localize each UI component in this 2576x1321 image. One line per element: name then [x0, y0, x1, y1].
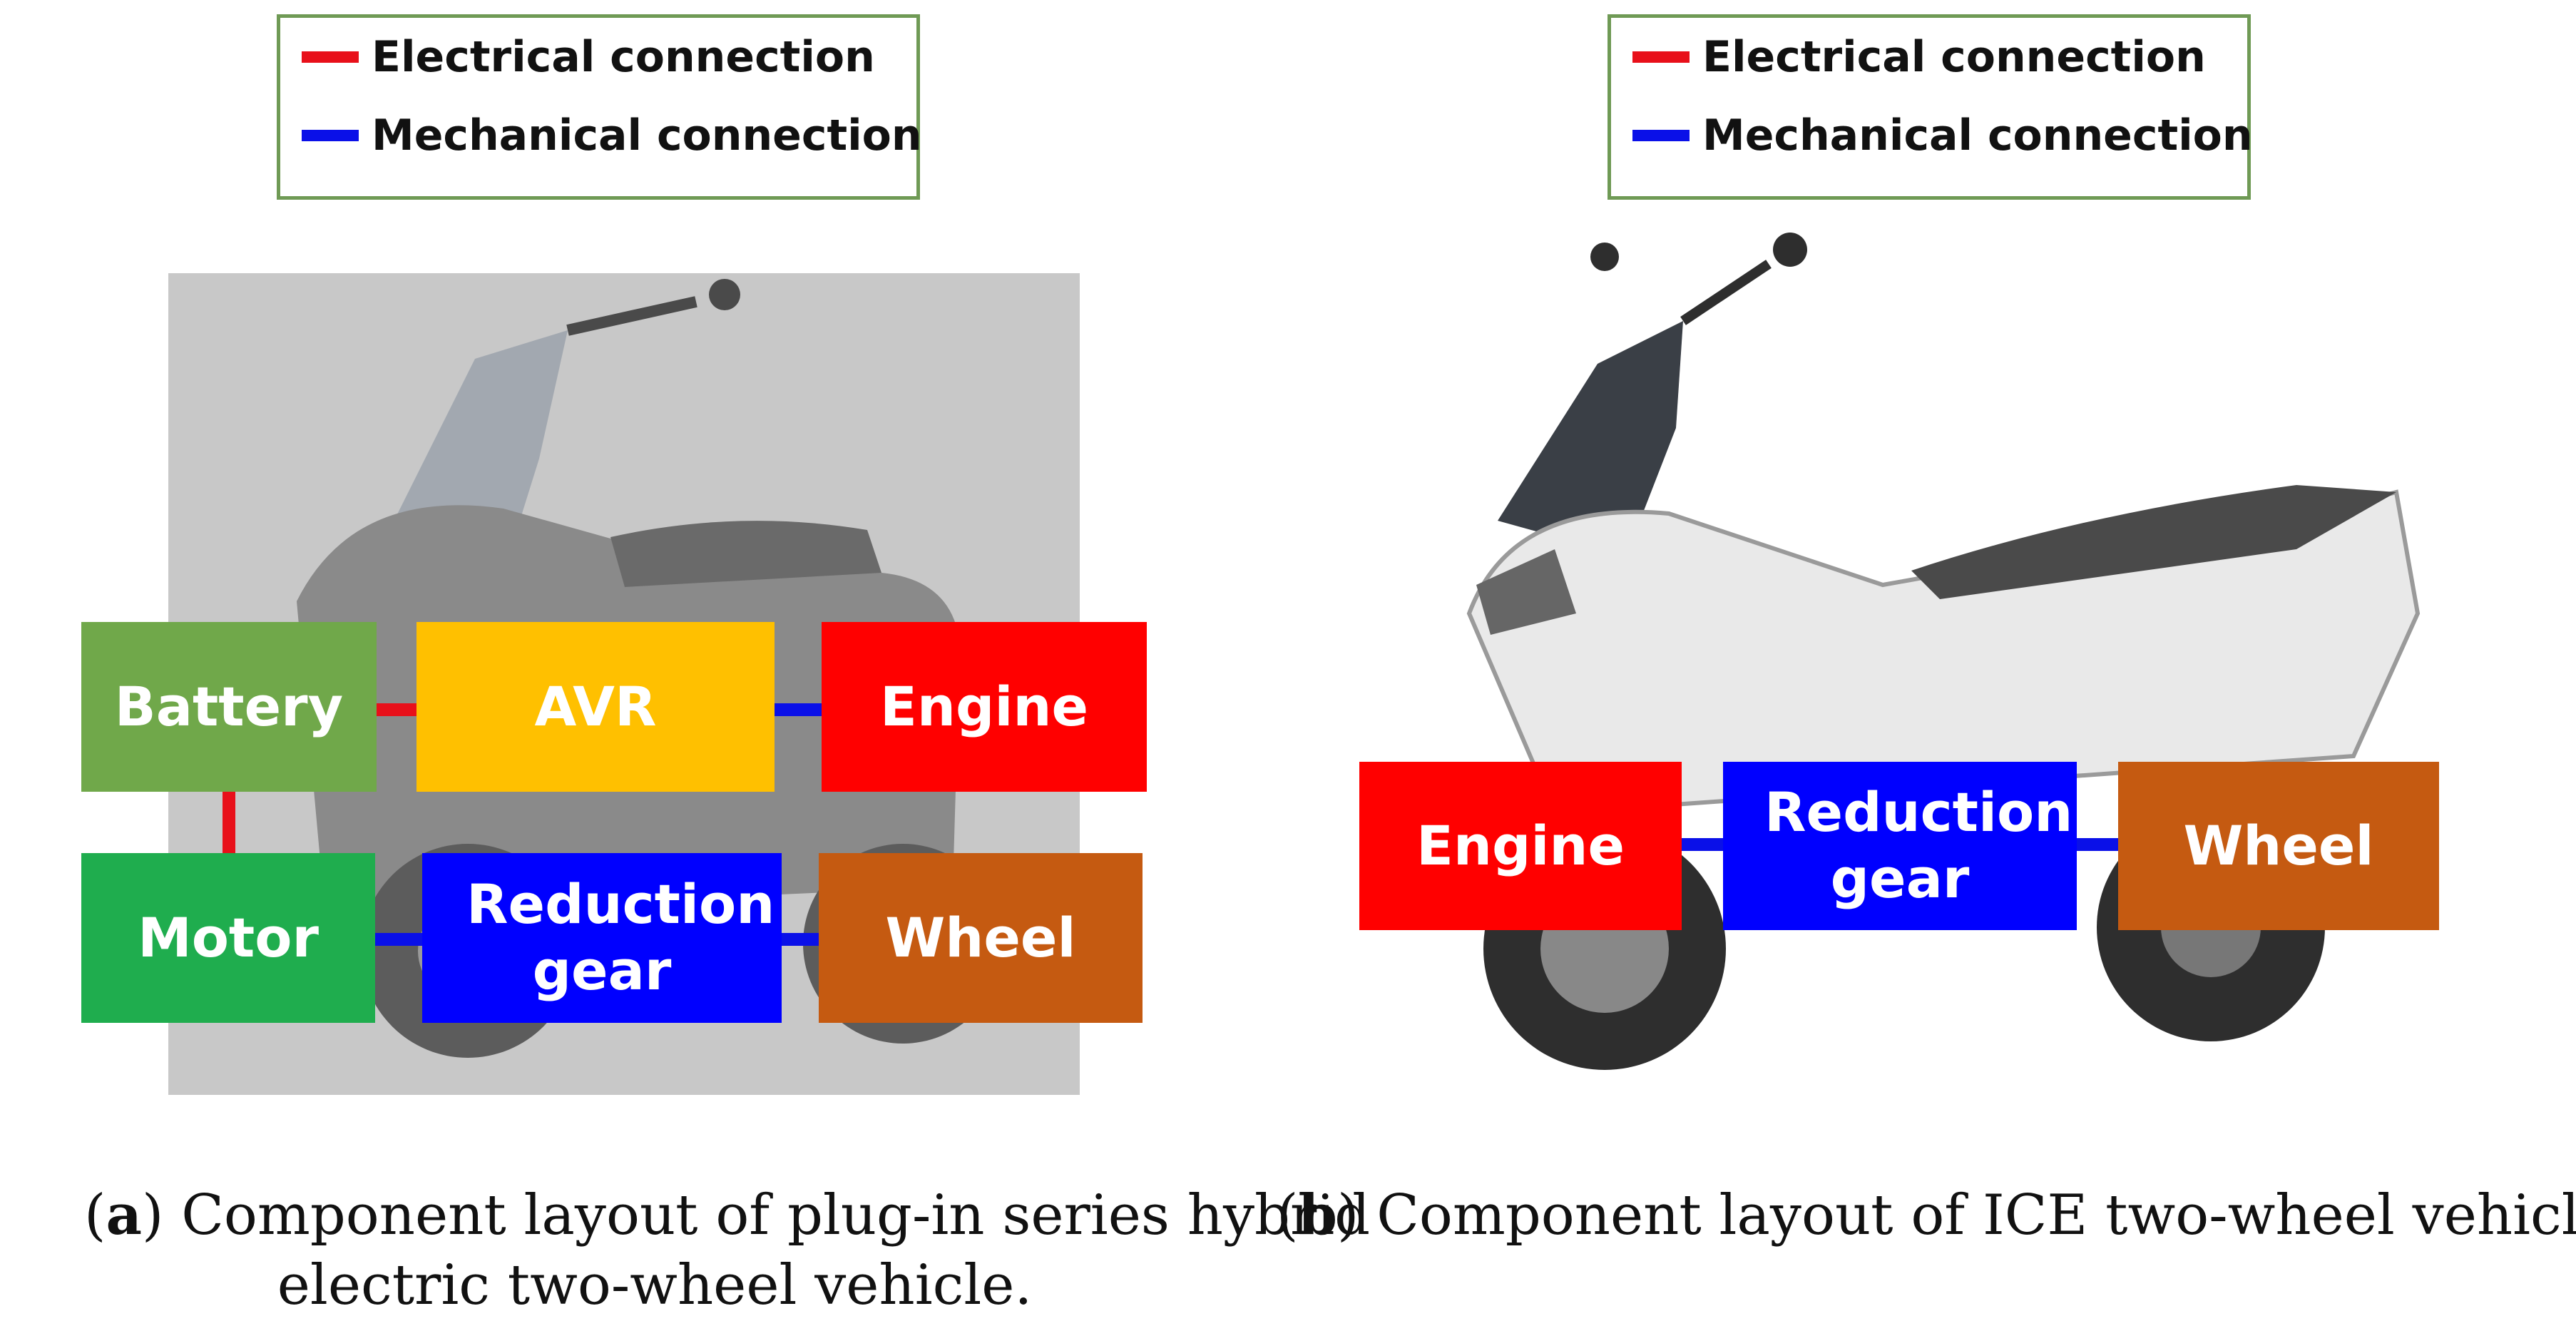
- battery-motor-electrical-link: [223, 790, 235, 855]
- avr-engine-mechanical-link: [775, 703, 822, 716]
- engine-box-a: Engine: [822, 622, 1147, 792]
- electrical-swatch: [302, 51, 359, 63]
- scooter-photo-b: [1466, 233, 2421, 1070]
- caption-a-line-2: electric two-wheel vehicle.: [277, 1253, 1033, 1317]
- legend-electrical-row-b: Electrical connection: [1611, 29, 2206, 86]
- wheel-label-b: Wheel: [2183, 813, 2374, 877]
- motor-box: Motor: [81, 853, 375, 1023]
- reduction-gear-label-a: Reduction gear: [466, 872, 775, 1002]
- reduction-wheel-mechanical-link: [782, 933, 819, 946]
- avr-box: AVR: [416, 622, 775, 792]
- caption-b-line-1: (b) Component layout of ICE two-wheel ve…: [1277, 1180, 2576, 1251]
- caption-b-text: ) Component layout of ICE two-wheel vehi…: [1336, 1183, 2576, 1248]
- caption-a-text-1: ) Component layout of plug-in series hyb…: [141, 1183, 1371, 1248]
- legend-electrical-row: Electrical connection: [280, 29, 875, 86]
- reduction-gear-label-b: Reduction gear: [1764, 780, 2073, 910]
- legend-a: Electrical connection Mechanical connect…: [277, 14, 922, 200]
- legend-electrical-label: Electrical connection: [372, 32, 875, 82]
- mechanical-swatch: [302, 130, 359, 141]
- legend-mechanical-row-b: Mechanical connection: [1611, 107, 2253, 164]
- engine-label-b: Engine: [1416, 813, 1625, 877]
- legend-mechanical-row: Mechanical connection: [280, 107, 922, 164]
- avr-label: AVR: [534, 674, 657, 738]
- legend-mechanical-label-b: Mechanical connection: [1702, 111, 2253, 160]
- wheel-box-b: Wheel: [2118, 762, 2439, 930]
- engine-box-b: Engine: [1359, 762, 1682, 930]
- battery-box: Battery: [81, 622, 377, 792]
- reduction-gear-box-a: Reduction gear: [422, 853, 782, 1023]
- electrical-swatch-b: [1632, 51, 1690, 63]
- caption-b-letter: b: [1298, 1183, 1337, 1248]
- reduction-wheel-mechanical-link-b: [2077, 838, 2118, 851]
- caption-a-line-1: (a) Component layout of plug-in series h…: [84, 1183, 1371, 1248]
- legend-electrical-label-b: Electrical connection: [1702, 32, 2206, 82]
- wheel-label-a: Wheel: [885, 905, 1076, 969]
- engine-label-a: Engine: [879, 674, 1089, 738]
- battery-avr-electrical-link: [377, 703, 416, 716]
- mechanical-swatch-b: [1632, 130, 1690, 141]
- caption-b: (b) Component layout of ICE two-wheel ve…: [1277, 1180, 2576, 1251]
- engine-reduction-mechanical-link-b: [1682, 838, 1723, 851]
- reduction-gear-box-b: Reduction gear: [1723, 762, 2077, 930]
- motor-label: Motor: [138, 905, 319, 969]
- legend-b: Electrical connection Mechanical connect…: [1608, 14, 2253, 200]
- caption-a-letter: a: [106, 1183, 142, 1248]
- wheel-box-a: Wheel: [819, 853, 1143, 1023]
- battery-label: Battery: [114, 674, 344, 738]
- caption-a: (a) Component layout of plug-in series h…: [84, 1180, 1371, 1320]
- legend-mechanical-label: Mechanical connection: [372, 111, 922, 160]
- motor-reduction-mechanical-link: [375, 933, 422, 946]
